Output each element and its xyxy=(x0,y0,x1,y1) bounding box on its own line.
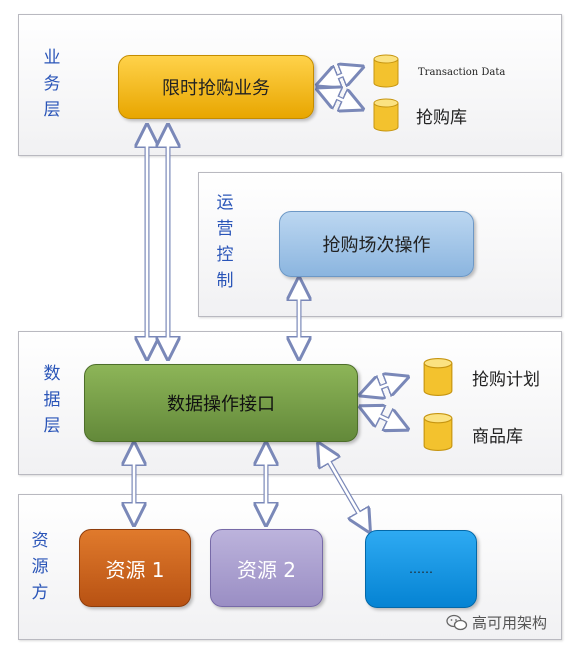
business-layer-label: 业务层 xyxy=(43,48,61,120)
session-ops-label: 抢购场次操作 xyxy=(322,235,431,256)
flash-sale-business-label: 限时抢购业务 xyxy=(162,78,270,99)
goods-db-label: 商品库 xyxy=(472,427,523,447)
flash-db-icon xyxy=(373,98,399,132)
flash-sale-business-box: 限时抢购业务 xyxy=(118,55,314,119)
resource-more-box: …… xyxy=(365,530,477,608)
goods-db-icon xyxy=(423,412,453,452)
data-api-label: 数据操作接口 xyxy=(167,394,275,415)
resource-2-label: 资源 2 xyxy=(236,557,297,582)
resource-2-box: 资源 2 xyxy=(210,529,323,607)
plan-db-label: 抢购计划 xyxy=(472,370,540,390)
resource-1-box: 资源 1 xyxy=(79,529,191,607)
resource-more-label: …… xyxy=(409,562,433,576)
watermark-text: 高可用架构 xyxy=(472,614,548,632)
data-layer-label: 数据层 xyxy=(43,364,61,436)
watermark: 高可用架构 xyxy=(446,612,547,633)
resource-1-label: 资源 1 xyxy=(105,557,165,582)
flash-db-label: 抢购库 xyxy=(416,108,467,128)
resource-layer-label: 资源方 xyxy=(31,531,49,603)
session-ops-box: 抢购场次操作 xyxy=(279,211,474,277)
transaction-db-label: Transaction Data xyxy=(418,67,506,78)
transaction-db-icon xyxy=(373,54,399,88)
ops-layer-label: 运营控制 xyxy=(216,193,234,291)
plan-db-icon xyxy=(423,357,453,397)
wechat-icon xyxy=(446,614,468,630)
data-api-box: 数据操作接口 xyxy=(84,364,358,442)
